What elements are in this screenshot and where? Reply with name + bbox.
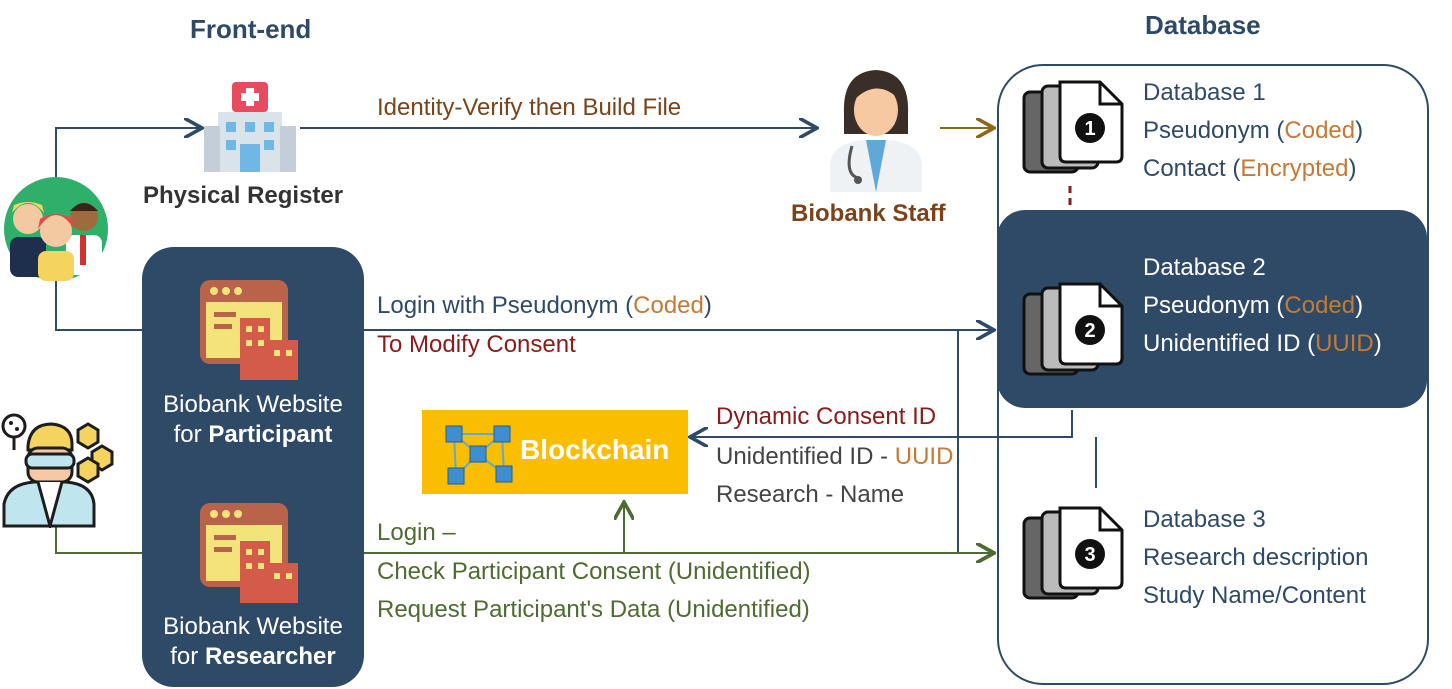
database-2-row-2-tag: UUID bbox=[1315, 330, 1374, 357]
biobank-staff-label: Biobank Staff bbox=[791, 200, 946, 227]
login-pseudonym-coded: Coded bbox=[633, 292, 704, 319]
researcher-website-label: Biobank Website for Researcher bbox=[142, 612, 364, 672]
database-1-info: Database 1 Pseudonym (Coded) Contact (En… bbox=[1143, 74, 1363, 188]
edge-people-to-register bbox=[55, 128, 200, 180]
doctor-icon bbox=[826, 64, 926, 192]
frontend-header: Front-end bbox=[190, 14, 312, 44]
database-stack-icon: 2 bbox=[1018, 282, 1126, 382]
database-header: Database bbox=[1145, 10, 1261, 40]
database-1-row-2-tag: Encrypted bbox=[1240, 155, 1349, 182]
database-2-title: Database 2 bbox=[1143, 254, 1266, 281]
database-3-row-2: Study Name/Content bbox=[1143, 582, 1366, 609]
database-number-1: 1 bbox=[1084, 118, 1095, 140]
website-building-icon bbox=[200, 503, 300, 603]
researcher-website-prefix: for bbox=[170, 643, 205, 670]
modify-consent-label: To Modify Consent bbox=[377, 331, 576, 358]
database-stack-icon: 3 bbox=[1018, 506, 1126, 606]
edge-web-to-db3 bbox=[957, 330, 992, 553]
database-stack-icon: 1 bbox=[1018, 80, 1126, 180]
participant-website-bold: Participant bbox=[208, 421, 333, 448]
database-2-row-2-close: ) bbox=[1373, 330, 1382, 357]
researcher-website-line2: for Researcher bbox=[142, 642, 364, 672]
database-2-row-1-close: ) bbox=[1355, 292, 1364, 319]
unidentified-uuid-text: Unidentified ID - bbox=[716, 443, 895, 470]
researcher-icon bbox=[0, 410, 116, 532]
database-2-row-2: Unidentified ID (UUID) bbox=[1143, 325, 1382, 363]
check-consent-label: Check Participant Consent (Unidentified) bbox=[377, 558, 811, 585]
hospital-icon bbox=[204, 80, 296, 174]
blockchain-icon bbox=[445, 425, 513, 485]
participant-website-prefix: for bbox=[173, 421, 209, 448]
database-1-row-1-close: ) bbox=[1355, 117, 1364, 144]
database-2-row-1-text: Pseudonym ( bbox=[1143, 292, 1285, 319]
database-1-row-2-text: Contact ( bbox=[1143, 155, 1241, 182]
login-pseudonym-label: Login with Pseudonym (Coded) bbox=[377, 292, 712, 320]
physical-register-label: Physical Register bbox=[143, 182, 344, 209]
database-1-row-2-close: ) bbox=[1348, 155, 1357, 182]
blockchain-label: Blockchain bbox=[520, 434, 670, 465]
edge-db-to-blockchain bbox=[692, 410, 1073, 437]
database-2-row-1: Pseudonym (Coded) bbox=[1143, 287, 1382, 325]
database-2-row-2-text: Unidentified ID ( bbox=[1143, 330, 1316, 357]
dynamic-consent-label: Dynamic Consent ID bbox=[716, 403, 937, 430]
login-pseudonym-text: Login with Pseudonym ( bbox=[377, 292, 634, 319]
database-3-title: Database 3 bbox=[1143, 506, 1266, 533]
participant-website-line1: Biobank Website bbox=[163, 391, 343, 418]
database-1-row-1-tag: Coded bbox=[1284, 117, 1356, 144]
database-2-row-1-tag: Coded bbox=[1284, 292, 1356, 319]
researcher-website-line1: Biobank Website bbox=[163, 613, 343, 640]
participants-icon bbox=[2, 175, 110, 283]
database-number-3: 3 bbox=[1084, 544, 1095, 566]
database-1-title: Database 1 bbox=[1143, 79, 1266, 106]
edge-people-to-web bbox=[55, 278, 142, 331]
database-1-row-1-text: Pseudonym ( bbox=[1143, 117, 1285, 144]
database-3-info: Database 3 Research description Study Na… bbox=[1143, 501, 1368, 615]
database-2-info: Database 2 Pseudonym (Coded) Unidentifie… bbox=[1143, 249, 1382, 363]
login-pseudonym-close: ) bbox=[703, 292, 712, 319]
database-1-row-2: Contact (Encrypted) bbox=[1143, 150, 1363, 188]
participant-website-line2: for Participant bbox=[142, 420, 364, 450]
website-building-icon bbox=[200, 280, 300, 380]
request-data-label: Request Participant's Data (Unidentified… bbox=[377, 596, 810, 623]
participant-website-label: Biobank Website for Participant bbox=[142, 390, 364, 450]
unidentified-uuid-tag: UUID bbox=[894, 443, 954, 470]
login-dash-label: Login – bbox=[377, 519, 456, 546]
researcher-website-bold: Researcher bbox=[204, 643, 336, 670]
identity-verify-label: Identity-Verify then Build File bbox=[377, 94, 682, 121]
database-3-row-1: Research description bbox=[1143, 544, 1369, 571]
database-number-2: 2 bbox=[1084, 320, 1095, 342]
blockchain-box: Blockchain bbox=[422, 410, 688, 494]
research-name-label: Research - Name bbox=[716, 481, 905, 508]
database-1-row-1: Pseudonym (Coded) bbox=[1143, 112, 1363, 150]
unidentified-uuid-label: Unidentified ID - UUID bbox=[716, 443, 953, 471]
